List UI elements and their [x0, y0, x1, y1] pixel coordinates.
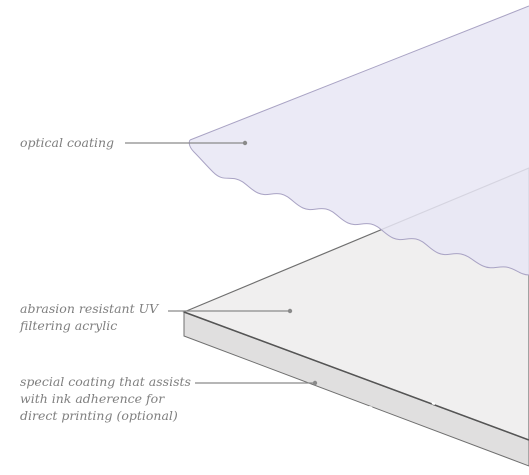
acrylic-edge-gap	[368, 401, 436, 410]
leader-dot-optical	[242, 140, 248, 146]
label-abrasion-line-2: filtering acrylic	[20, 318, 118, 333]
label-optical-coating-text: optical coating	[20, 135, 115, 150]
label-abrasion-resistant: abrasion resistant UV filtering acrylic	[20, 300, 158, 334]
acrylic-front-edge	[183, 311, 529, 441]
label-special-line-3: direct printing (optional)	[20, 408, 178, 423]
optical-coating-layer	[189, 6, 529, 275]
label-optical-coating: optical coating	[20, 134, 114, 151]
optical-coating-wavy-edge	[188, 139, 529, 276]
label-abrasion-line-1: abrasion resistant UV	[20, 301, 159, 316]
optical-coating-edge-gap	[369, 63, 377, 67]
label-special-line-1: special coating that assists	[20, 374, 191, 389]
label-special-line-2: with ink adherence for	[20, 391, 165, 406]
label-special-coating: special coating that assists with ink ad…	[20, 373, 191, 424]
optical-coating-top-edge	[189, 5, 529, 141]
leader-dot-special	[312, 380, 318, 386]
leader-dot-abrasion	[287, 308, 293, 314]
